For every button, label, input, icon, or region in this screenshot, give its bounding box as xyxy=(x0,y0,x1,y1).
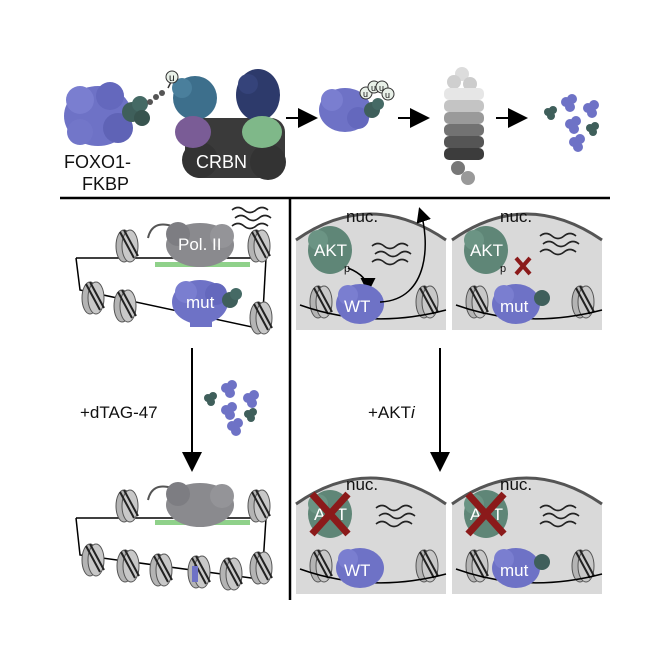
mut-label-1: mut xyxy=(500,297,529,316)
degraded-fragments-left xyxy=(204,380,259,436)
ubiquitinated-foxo1 xyxy=(319,88,384,132)
akti-label: +AKTi xyxy=(368,403,416,422)
right-panel: nuc. AKT p WT nuc. AKT p xyxy=(295,207,603,594)
proteasome-icon xyxy=(444,67,484,185)
nucleus-label-4: nuc. xyxy=(500,475,532,494)
mut-label-2: mut xyxy=(500,561,529,580)
akti-label-main: +AKT xyxy=(368,403,411,422)
wt-foxo1-after xyxy=(336,548,384,588)
degrader-linker xyxy=(147,90,165,105)
crbn-label: CRBN xyxy=(196,152,247,172)
ubiquitin-letter-3: u xyxy=(379,83,384,93)
akt-protein-2 xyxy=(464,226,508,274)
fkbp-tag xyxy=(122,96,150,126)
degraded-fragments xyxy=(544,94,599,152)
ubiquitin-letter-1: u xyxy=(363,89,368,99)
nucleus-label-2: nuc. xyxy=(500,207,532,226)
export-arrow xyxy=(379,207,431,303)
akt-protein-1 xyxy=(308,226,352,274)
polymerase-label: Pol. II xyxy=(178,235,221,254)
akt-label-2: AKT xyxy=(470,241,503,260)
wt-label-2: WT xyxy=(344,561,370,580)
wt-label-1: WT xyxy=(344,297,370,316)
mutant-label: mut xyxy=(186,293,215,312)
top-panel: FOXO1- FKBP u CRBN xyxy=(64,67,599,194)
left-panel: Pol. II mut +dTAG-47 xyxy=(75,206,273,591)
akti-label-italic: i xyxy=(411,403,416,422)
fusion-label-line2: FKBP xyxy=(82,174,129,194)
crbn-complex xyxy=(172,69,286,180)
inhibition-x-icon xyxy=(514,256,532,276)
polyubiquitin-chain: u u u u xyxy=(359,80,395,101)
chromatin-after xyxy=(75,489,273,591)
wavy-transcript-icon xyxy=(231,206,272,230)
ubiquitin-letter-2: u xyxy=(371,83,376,93)
inhibition-x-icon-3 xyxy=(309,491,351,537)
polymerase-ii xyxy=(147,222,250,267)
akt-label-1: AKT xyxy=(314,241,347,260)
dtag-label: +dTAG-47 xyxy=(80,403,158,422)
foxo1-protein xyxy=(64,82,133,146)
fusion-label-line1: FOXO1- xyxy=(64,152,131,172)
ubiquitin-icon: u xyxy=(165,70,179,89)
nucleus-label-1: nuc. xyxy=(346,207,378,226)
nucleosome-icon xyxy=(115,229,139,263)
ubiquitin-letter-4: u xyxy=(385,90,390,100)
inhibition-x-icon-4 xyxy=(465,491,507,537)
phospho-label-1: p xyxy=(344,263,350,275)
wt-foxo1 xyxy=(336,284,384,324)
nucleus-label-3: nuc. xyxy=(346,475,378,494)
polymerase-ii-after xyxy=(147,482,250,527)
ubiquitin-letter: u xyxy=(169,73,175,84)
mutant-foxo1-bound xyxy=(172,280,242,327)
mut-foxo1-after xyxy=(492,548,550,588)
phospho-label-2: p xyxy=(500,263,506,275)
mut-foxo1 xyxy=(492,284,550,324)
